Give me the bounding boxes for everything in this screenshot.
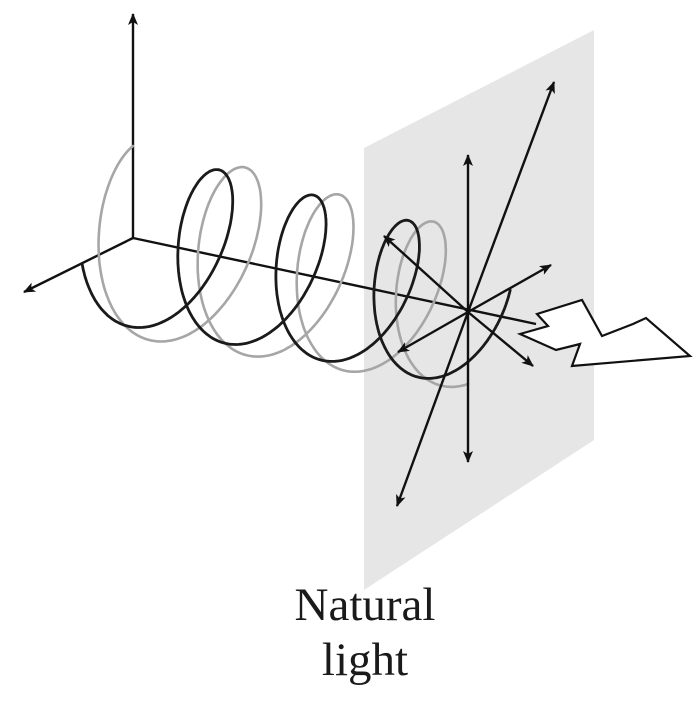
horizontal-axis (23, 236, 134, 294)
caption: Natural light (250, 578, 480, 688)
caption-line-2: light (321, 634, 409, 686)
arrow-upper-left (383, 235, 469, 313)
transverse-plane (364, 30, 594, 590)
caption-line-1: Natural (294, 579, 436, 631)
arrow-right (467, 263, 552, 314)
wave-helices (80, 144, 512, 389)
zigzag-light-ray-icon (516, 298, 693, 368)
wave-dark (80, 168, 512, 380)
wave-light (97, 144, 470, 389)
polarization-arrows (383, 81, 556, 507)
arrow-lower-left (395, 311, 470, 507)
arrow-left (397, 310, 469, 354)
arrow-upper-right (466, 81, 556, 313)
arrow-lower-right (467, 311, 534, 367)
